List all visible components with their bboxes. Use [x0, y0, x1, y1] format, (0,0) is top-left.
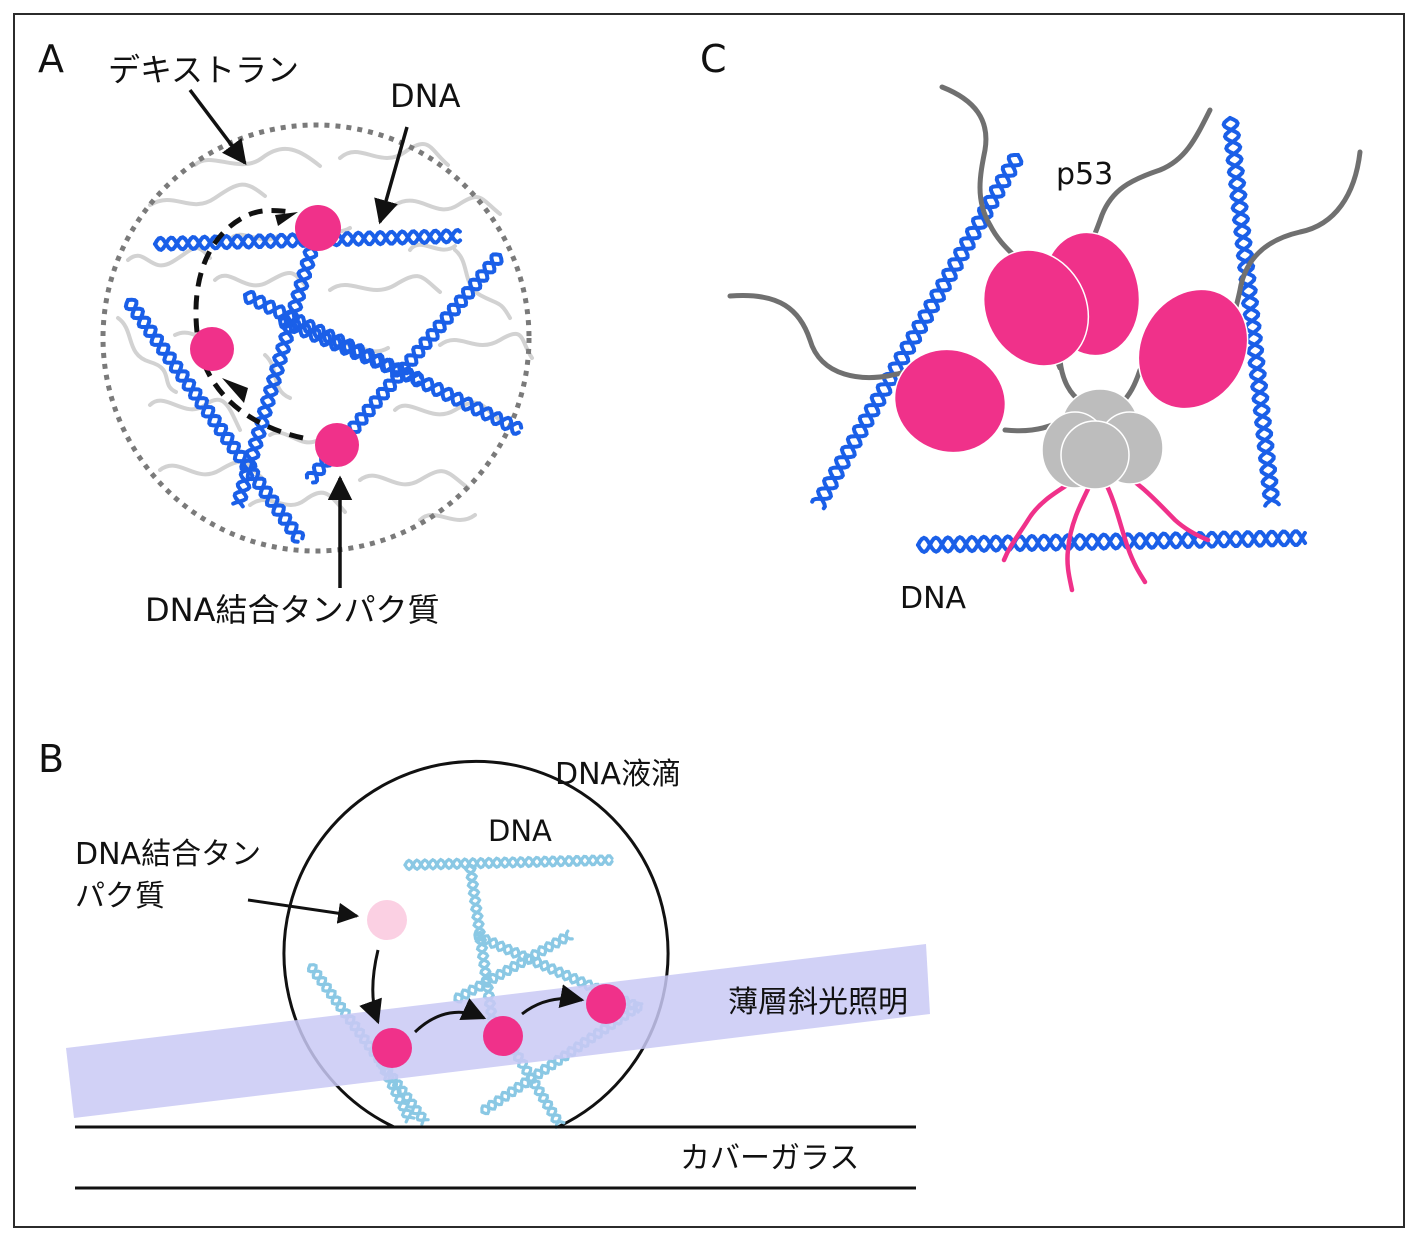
protein-particle — [483, 1016, 523, 1056]
p53-label: p53 — [1056, 157, 1114, 192]
dna-label: DNA — [488, 814, 552, 848]
protein-faded — [367, 900, 407, 940]
dna-helix-strand — [232, 246, 319, 509]
dna-helix-strand — [126, 297, 306, 541]
protein-label: DNA結合タンパク質 — [145, 591, 440, 629]
illumination-label: 薄層斜光照明 — [728, 985, 908, 1020]
dna-label: DNA — [900, 581, 967, 616]
panel-b-illumination — [66, 759, 930, 1190]
dextran-label: デキストラン — [108, 51, 300, 89]
dna-strands — [123, 227, 524, 544]
p53-dna-binding-domains — [893, 231, 1249, 454]
panel-a-droplet — [100, 88, 534, 588]
protein-label-line-1: DNA結合タン — [75, 837, 262, 872]
dna-helix-strand — [453, 929, 570, 1002]
panel-c-p53 — [727, 84, 1363, 593]
dna-label: DNA — [390, 77, 461, 115]
dextran-pointer — [188, 88, 247, 165]
dna-helix-strand — [916, 529, 1307, 554]
protein-particle — [315, 423, 359, 467]
dna-helix-strand — [231, 246, 316, 506]
protein-label-line-2: パク質 — [75, 879, 165, 914]
droplet-label: DNA液滴 — [555, 757, 682, 792]
panel-c-letter: C — [700, 37, 727, 81]
protein-particle — [190, 327, 234, 371]
p53-tetramerization-core — [1041, 388, 1164, 490]
dna-pointer — [374, 126, 409, 225]
p53-dna-binding-loops — [1001, 467, 1211, 593]
dna-helix-strand — [1222, 116, 1281, 507]
droplet-boundary — [100, 122, 532, 554]
dna-helix-strand — [123, 298, 300, 544]
dna-helix-strand — [810, 153, 1024, 504]
figure-border — [13, 13, 1405, 1228]
dna-helix-strand — [916, 529, 1308, 555]
dna-helix-strand — [403, 854, 614, 872]
protein-particle — [295, 205, 341, 251]
panel-b-letter: B — [38, 737, 65, 781]
protein-particle — [586, 984, 626, 1024]
coverglass-label: カバーガラス — [680, 1141, 860, 1176]
hop-arrow — [413, 998, 487, 1034]
hop-arrow — [521, 984, 585, 1016]
dna-strands — [810, 116, 1308, 555]
protein-particle — [372, 1028, 412, 1068]
diffusion-path — [193, 207, 304, 441]
panel-a-letter: A — [38, 37, 64, 81]
protein-pointer — [247, 898, 360, 924]
diffusion-arrowhead — [275, 212, 298, 226]
dna-helix-strand — [278, 314, 421, 387]
hop-arrow — [359, 949, 382, 1025]
diffusion-arrowhead — [222, 378, 248, 403]
dna-helix-strand — [453, 933, 574, 1004]
